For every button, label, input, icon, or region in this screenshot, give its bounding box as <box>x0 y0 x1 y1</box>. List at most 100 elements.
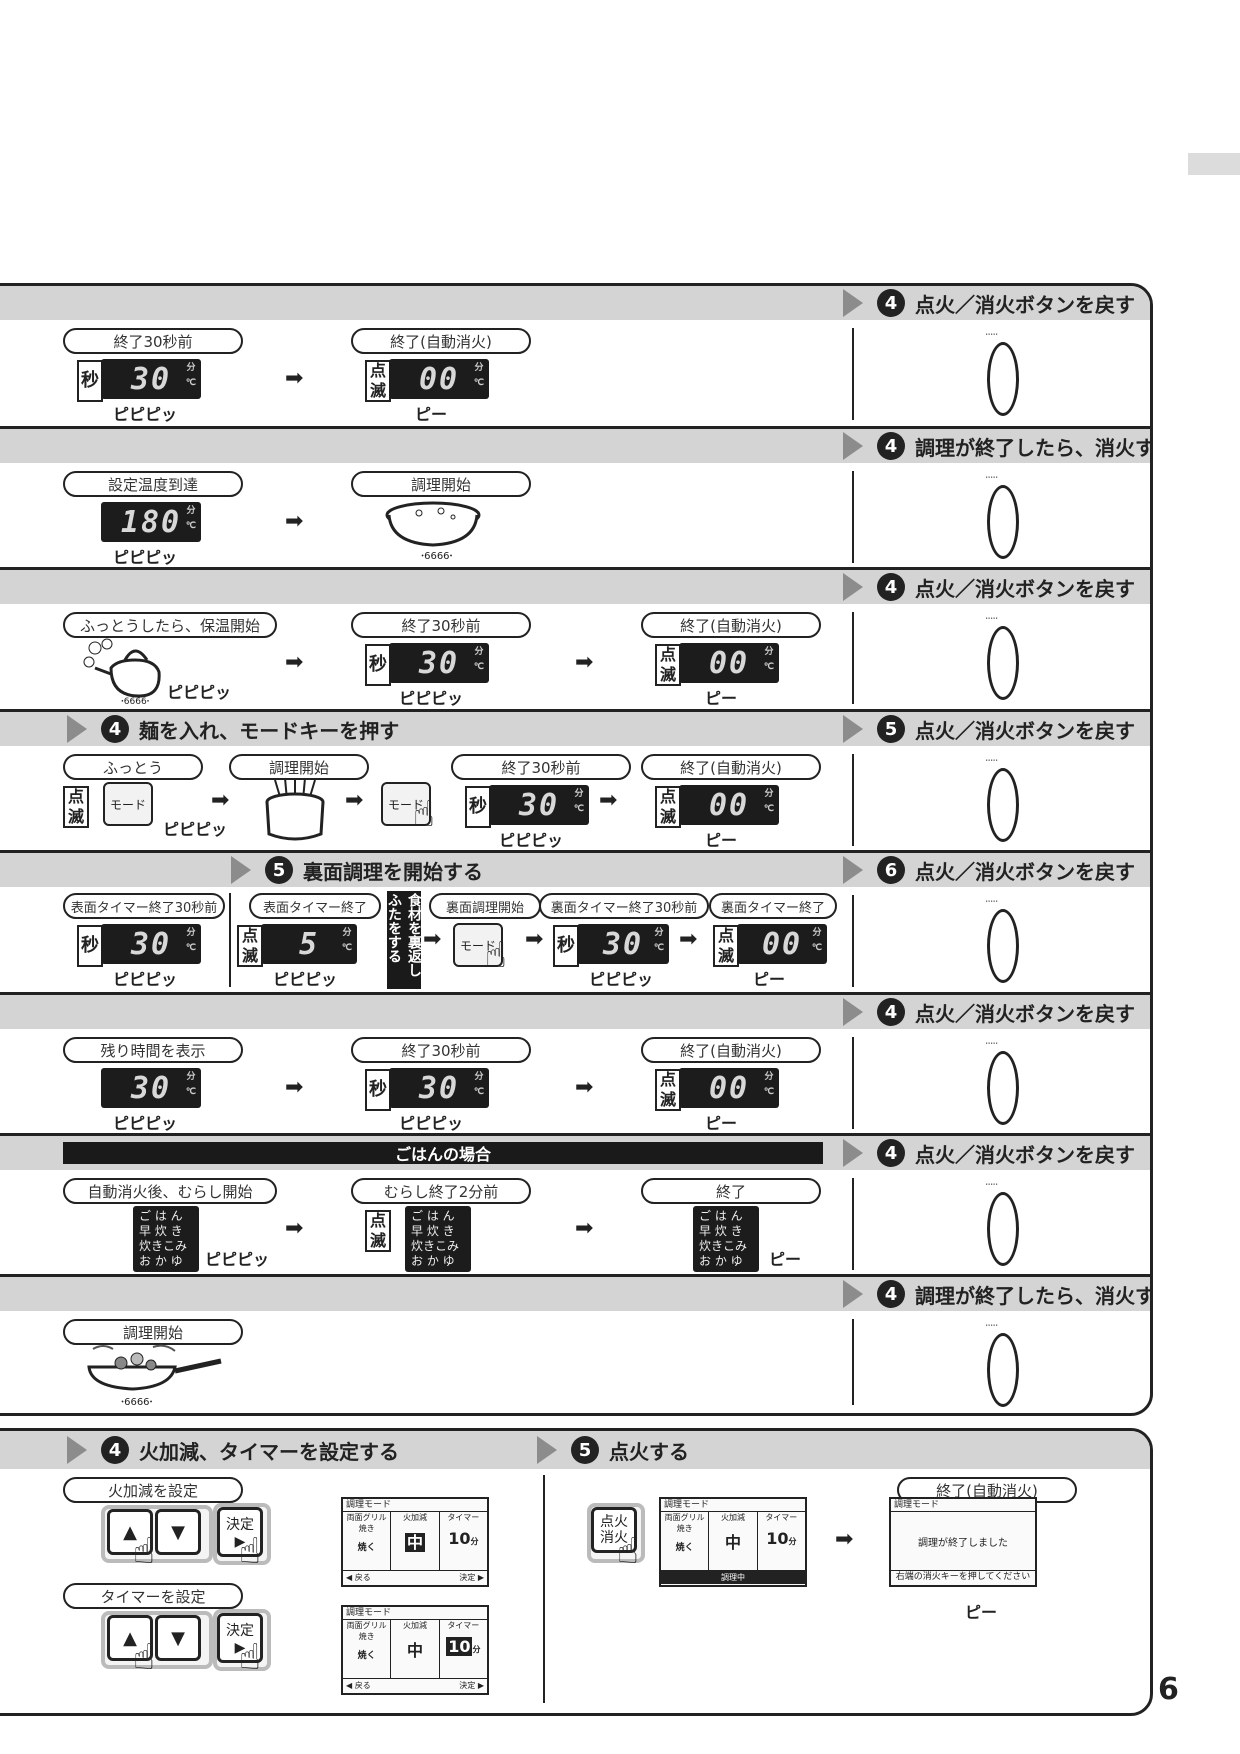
mode-key-button[interactable]: モード <box>103 782 153 826</box>
stage-pill: ふっとう <box>63 754 203 780</box>
step-heading: 4 点火／消火ボタンを戻す <box>843 1136 1135 1170</box>
menu-item: ご は ん <box>139 1209 183 1223</box>
stage-pill: ふっとうしたら、保温開始 <box>63 612 277 638</box>
arrow-right-icon: ➡ <box>285 509 304 534</box>
row-divider <box>0 992 1150 995</box>
step-number: 5 <box>571 1436 599 1464</box>
step-number: 4 <box>877 1139 905 1167</box>
step-text: 点火／消火ボタンを戻す <box>915 718 1135 743</box>
stage-pill: 終了30秒前 <box>451 754 631 780</box>
unit-icon: 分℃ <box>573 789 586 814</box>
mode-key-button[interactable]: モード <box>453 923 503 967</box>
blink-tag: 点滅 <box>655 786 681 828</box>
display-value: 00 <box>708 787 750 823</box>
unit-icon: 分℃ <box>473 1072 486 1097</box>
decide-key-button[interactable]: 決定 ▶ <box>217 1507 263 1557</box>
triangle-icon <box>67 715 87 743</box>
pointing-hand-icon: ☝ <box>413 794 435 835</box>
beep-text: ピピピッ <box>399 1114 464 1133</box>
screen-footer: ◀ 戻る決定 ▶ <box>343 1570 487 1584</box>
knob-icon <box>987 626 1019 700</box>
stage-pill: 終了 <box>641 1178 821 1204</box>
knob-dots-icon: ⋅⋅⋅⋅⋅ <box>985 328 999 341</box>
stage-pill: 火加減を設定 <box>63 1477 243 1503</box>
triangle-icon <box>843 289 863 317</box>
col-label: タイマー <box>447 1513 480 1522</box>
step-number: 4 <box>877 432 905 460</box>
pointing-hand-icon: ☝ <box>133 1531 155 1572</box>
blink-tag: 点滅 <box>655 644 681 686</box>
up-key-button[interactable]: ▲ <box>107 1509 153 1555</box>
menu-item: 炊きこみ <box>139 1239 188 1253</box>
triangle-icon <box>843 998 863 1026</box>
beep-text: ピー <box>415 405 448 424</box>
row-3: 4 点火／消火ボタンを戻す ふっとうしたら、保温開始 終了30秒前 終了(自動消… <box>0 570 1150 709</box>
row-bar <box>0 995 1150 1029</box>
seconds-tag: 秒 <box>77 925 103 967</box>
unit-icon: 分℃ <box>473 363 486 388</box>
display-value: 5 <box>298 926 320 962</box>
step-text: 点火／消火ボタンを戻す <box>915 1001 1135 1026</box>
arrow-right-icon: ➡ <box>525 927 544 952</box>
row-bar <box>0 570 1150 604</box>
knob-icon <box>987 485 1019 559</box>
row-bar <box>0 712 1150 746</box>
triangle-icon <box>67 1436 87 1464</box>
screen-title: 調理モード <box>343 1499 487 1512</box>
row-4: 4 麺を入れ、モードキーを押す 5 点火／消火ボタンを戻す ふっとう 調理開始 … <box>0 712 1150 850</box>
rice-menu-panel: ご は ん 早 炊 き 炊きこみ お か ゆ <box>405 1206 471 1272</box>
triangle-icon <box>843 573 863 601</box>
down-key-button[interactable]: ▼ <box>155 1509 201 1555</box>
display-value: 00 <box>708 1070 750 1106</box>
step-number: 5 <box>877 715 905 743</box>
row-bar <box>0 286 1150 320</box>
beep-text: ピピピッ <box>163 820 228 839</box>
down-key-button[interactable]: ▼ <box>155 1615 201 1661</box>
unit-icon: 分℃ <box>185 506 198 531</box>
decide-label: 決定 ▶ <box>459 1573 484 1582</box>
col-label: 両面グリル焼き <box>664 1513 705 1533</box>
stage-pill: 自動消火後、むらし開始 <box>63 1178 277 1204</box>
blink-tag: 点滅 <box>237 925 263 967</box>
menu-item: お か ゆ <box>411 1254 455 1268</box>
pointing-hand-icon: ☝ <box>239 1531 261 1572</box>
unit-icon: 分℃ <box>763 647 776 672</box>
beep-text: ピピピッ <box>273 970 338 989</box>
screen-col: 両面グリル焼き焼く <box>343 1512 392 1570</box>
pointing-hand-icon: ☝ <box>617 1531 639 1572</box>
row-divider <box>0 426 1150 429</box>
noodle-pot-icon <box>265 777 325 841</box>
stage-pill: 終了30秒前 <box>63 328 243 354</box>
mode-key-button[interactable]: モード <box>381 782 431 826</box>
up-key-button[interactable]: ▲ <box>107 1615 153 1661</box>
col-label: 両面グリル焼き <box>346 1621 387 1641</box>
menu-item: 早 炊 き <box>411 1224 455 1238</box>
knob-dots-icon: ⋅⋅⋅⋅⋅ <box>985 895 999 908</box>
ignite-key-button[interactable]: 点火 消火 <box>591 1507 637 1553</box>
screen-title: 調理モード <box>343 1607 487 1620</box>
step-text: 麺を入れ、モードキーを押す <box>139 718 400 743</box>
knob-icon <box>987 768 1019 842</box>
display-value: 30 <box>418 1070 460 1106</box>
row-divider <box>0 1133 1150 1136</box>
stage-pill: 終了30秒前 <box>351 1037 531 1063</box>
seconds-tag: 秒 <box>365 644 391 686</box>
arrow-right-icon: ➡ <box>575 650 594 675</box>
row-bar <box>0 1277 1150 1311</box>
step-text: 点火する <box>609 1439 689 1464</box>
blink-tag: 点滅 <box>365 1210 391 1252</box>
step-heading: 4 点火／消火ボタンを戻す <box>843 286 1135 320</box>
back-label: ◀ 戻る <box>346 1681 371 1690</box>
step-number: 4 <box>877 289 905 317</box>
decide-key-button[interactable]: 決定 ▶ <box>217 1613 263 1663</box>
step-number: 4 <box>877 573 905 601</box>
arrow-right-icon: ➡ <box>285 366 304 391</box>
display-value: 30 <box>130 361 172 397</box>
